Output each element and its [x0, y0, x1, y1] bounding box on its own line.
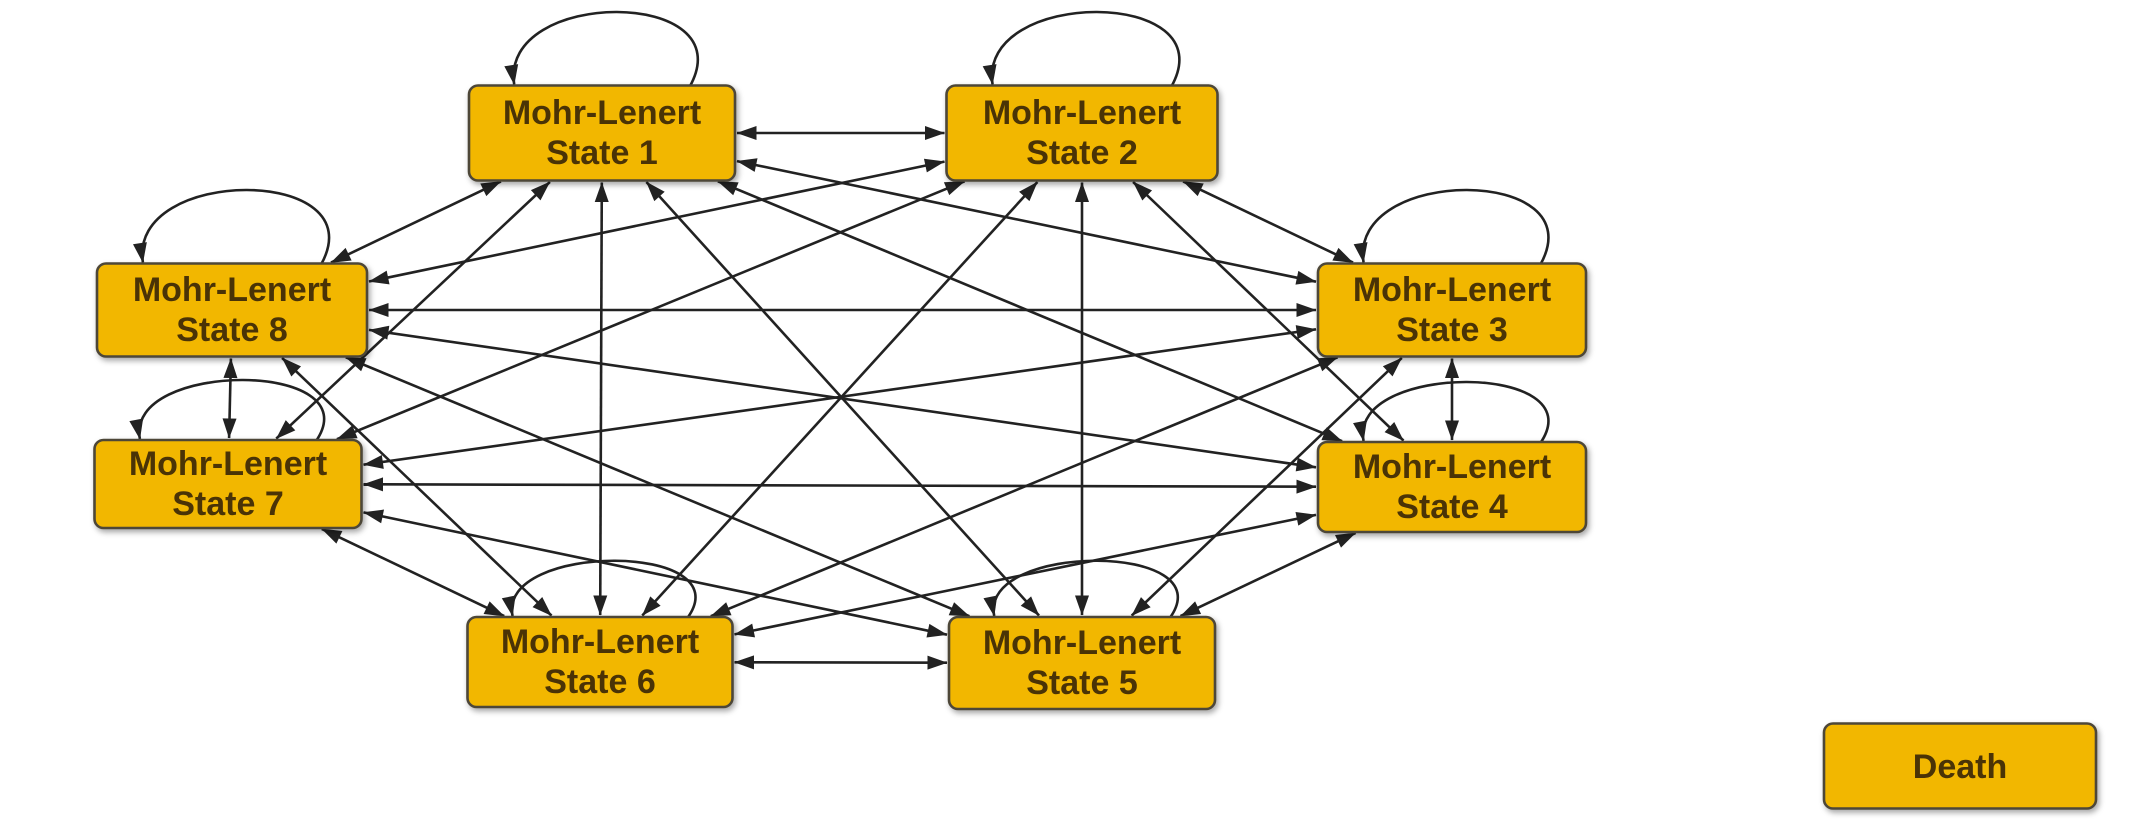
self-loop-state-8	[133, 188, 331, 266]
node-death: Death	[1822, 722, 2098, 810]
node-box-state-6	[466, 615, 734, 709]
self-loop-state-6	[501, 559, 697, 619]
node-label-state-4-line1: Mohr-Lenert	[1353, 448, 1551, 486]
self-loop-state-4	[1353, 380, 1550, 444]
node-label-state-4-line2: State 4	[1396, 488, 1508, 526]
node-box-state-2	[945, 84, 1219, 182]
transition-state-6-state-8	[281, 356, 553, 617]
transition-state-2-state-3	[1182, 180, 1354, 264]
transition-edges-layer	[222, 126, 1459, 670]
node-label-state-3-line1: Mohr-Lenert	[1353, 271, 1551, 309]
self-loop-state-1	[504, 10, 700, 88]
self-loops-layer	[129, 10, 1550, 619]
node-box-state-1	[467, 84, 737, 182]
transition-state-1-state-6	[593, 182, 609, 616]
node-label-state-3-line2: State 3	[1396, 311, 1508, 349]
transition-state-4-state-7	[363, 477, 1317, 494]
node-label-state-7-line1: Mohr-Lenert	[129, 445, 327, 483]
transition-state-6-state-7	[321, 527, 505, 618]
transition-state-2-state-8	[368, 158, 945, 285]
node-box-state-8	[95, 262, 369, 358]
self-loop-state-3	[1353, 188, 1550, 266]
node-label-state-7-line2: State 7	[172, 485, 284, 523]
node-label-state-5-line1: Mohr-Lenert	[983, 624, 1181, 662]
node-label-state-2-line1: Mohr-Lenert	[983, 94, 1181, 132]
node-box-state-5	[947, 615, 1217, 711]
node-box-death	[1822, 722, 2098, 810]
node-label-state-1-line1: Mohr-Lenert	[503, 94, 701, 132]
self-loop-state-2	[982, 10, 1181, 88]
transition-state-7-state-8	[222, 358, 238, 439]
node-label-state-6-line2: State 6	[544, 663, 656, 701]
node-label-state-8-line2: State 8	[176, 311, 288, 349]
node-label-death: Death	[1913, 748, 2007, 786]
node-label-state-6-line1: Mohr-Lenert	[501, 623, 699, 661]
node-label-state-5-line2: State 5	[1026, 664, 1138, 702]
node-label-state-2-line2: State 2	[1026, 134, 1138, 172]
node-box-state-3	[1316, 262, 1588, 358]
node-box-state-7	[93, 438, 363, 530]
node-label-state-8-line1: Mohr-Lenert	[133, 271, 331, 309]
self-loop-state-7	[129, 378, 326, 442]
node-label-state-1-line2: State 1	[546, 134, 658, 172]
self-loop-state-5	[983, 559, 1180, 619]
node-box-state-4	[1316, 440, 1588, 534]
